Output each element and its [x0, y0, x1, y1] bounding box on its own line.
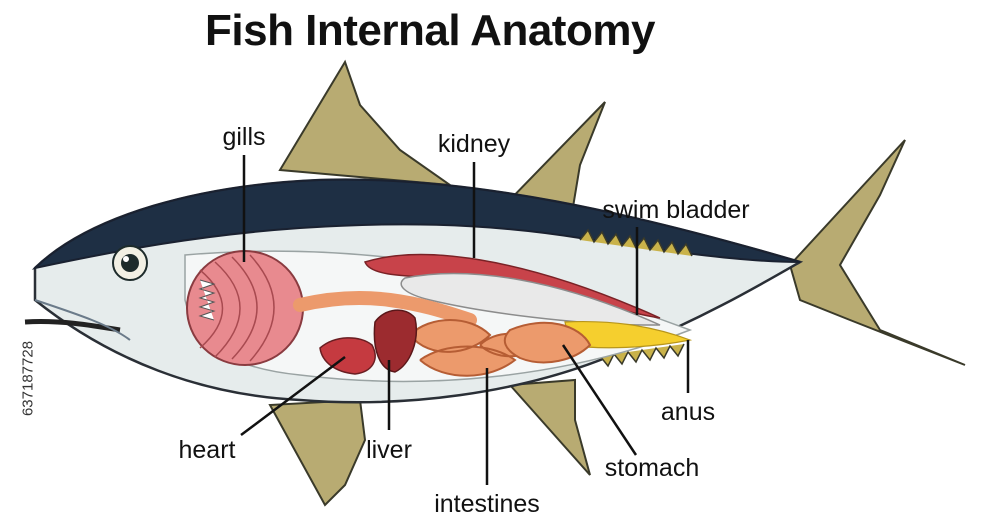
fish-back: [31, 178, 801, 270]
label-kidney: kidney: [438, 130, 511, 158]
gill-arches: [199, 254, 275, 362]
jaw: [34, 299, 131, 341]
label-liver: liver: [366, 436, 412, 464]
leader-stomach: [561, 344, 638, 456]
label-stomach: stomach: [605, 454, 699, 482]
eye-glint: [123, 256, 129, 262]
page-title: Fish Internal Anatomy: [205, 6, 655, 55]
label-anus: anus: [661, 398, 715, 426]
gonad: [564, 320, 693, 349]
gill-rakers: [198, 279, 216, 321]
eye-pupil: [121, 254, 139, 272]
tail-fin: [788, 139, 966, 366]
anal-fin: [507, 378, 591, 476]
dorsal-fin-front: [278, 59, 454, 187]
liver: [373, 309, 417, 373]
label-swim-bladder: swim bladder: [602, 196, 749, 224]
label-gills: gills: [222, 123, 265, 151]
label-heart: heart: [179, 436, 236, 464]
pelvic-fin: [268, 398, 367, 507]
leader-heart: [240, 356, 346, 436]
esophagus: [293, 290, 477, 327]
label-intestines: intestines: [434, 490, 540, 518]
